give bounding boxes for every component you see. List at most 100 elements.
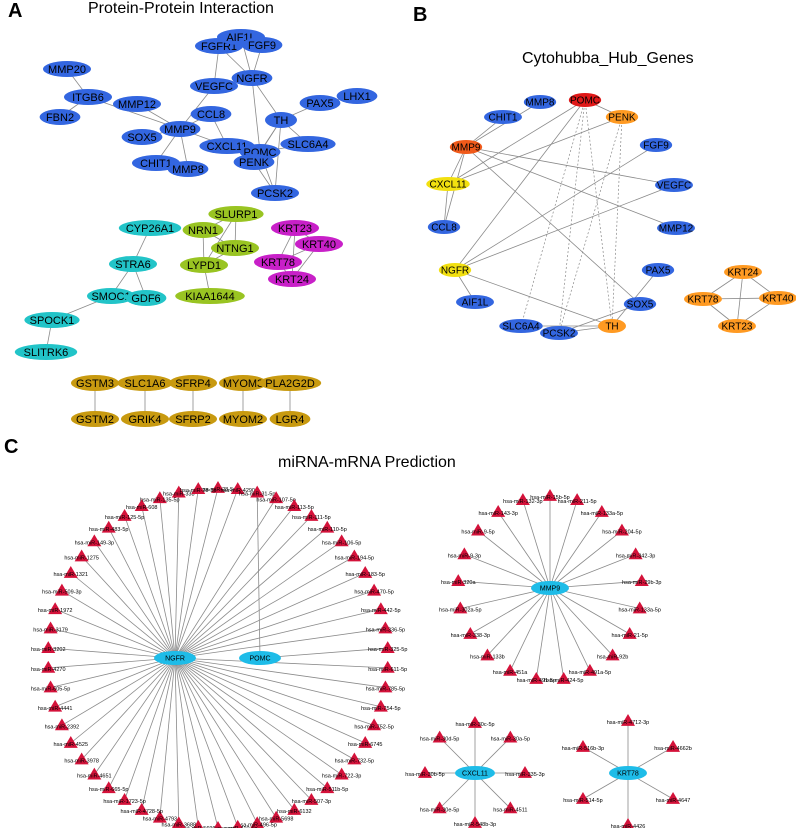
ppi-node-fgf9[interactable]: FGF9	[241, 37, 283, 53]
mirna-target-hsa-mir-509-3p[interactable]: hsa-miR-509-3p	[42, 583, 82, 596]
hub-node-pcsk2[interactable]: PCSK2	[540, 326, 578, 340]
mirna-target-hsa-mir-107-5p[interactable]: hsa-miR-107-5p	[256, 491, 296, 503]
mirna-target-hsa-mir-336-5p[interactable]: hsa-miR-336-5p	[366, 621, 405, 633]
ppi-node-krt40[interactable]: KRT40	[295, 236, 343, 252]
mirna-target-hsa-mir-92b[interactable]: hsa-miR-92b	[597, 648, 628, 660]
ppi-node-pcsk2[interactable]: PCSK2	[251, 185, 299, 201]
hub-node-krt23[interactable]: KRT23	[718, 319, 756, 333]
mirna-target-hsa-mir-211-5p[interactable]: hsa-miR-211-5p	[558, 493, 597, 505]
ppi-node-grik4[interactable]: GRIK4	[121, 411, 169, 427]
mirna-target-hsa-mir-1275[interactable]: hsa-miR-1275	[64, 549, 99, 561]
hub-node-sox5[interactable]: SOX5	[623, 297, 657, 311]
mirna-target-hsa-mir-4441[interactable]: hsa-miR-4441	[38, 699, 73, 712]
ppi-node-spock1[interactable]: SPOCK1	[24, 312, 80, 328]
hub-node-pax5[interactable]: PAX5	[641, 263, 675, 277]
mirna-target-hsa-mir-605-5p[interactable]: hsa-miR-605-5p	[31, 680, 70, 693]
ppi-node-gstm3[interactable]: GSTM3	[71, 375, 119, 391]
mirna-target-hsa-mir-3978[interactable]: hsa-miR-3978	[64, 752, 99, 765]
mirna-target-hsa-mir-21-5p[interactable]: hsa-miR-21-5p	[611, 627, 648, 639]
mirna-target-hsa-mir-338-3p[interactable]: hsa-miR-338-3p	[451, 627, 490, 639]
hub-node-pomc[interactable]: POMC	[568, 93, 602, 107]
mirna-target-hsa-mir-491-5p[interactable]: hsa-miR-491-5p	[517, 671, 556, 684]
ppi-node-vegfc[interactable]: VEGFC	[190, 78, 238, 94]
mirna-target-hsa-mir-752-5p[interactable]: hsa-miR-752-5p	[354, 718, 394, 730]
mirna-target-hsa-mir-4270[interactable]: hsa-miR-4270	[31, 660, 66, 673]
mirna-target-hsa-mir-410-5p[interactable]: hsa-miR-410-5p	[218, 819, 257, 828]
mirna-hub-krt78[interactable]: KRT78	[609, 766, 647, 780]
mirna-target-hsa-mir-320a[interactable]: hsa-miR-320a	[441, 574, 476, 586]
hub-node-fgf9[interactable]: FGF9	[639, 138, 673, 152]
mirna-target-hsa-mir-4647[interactable]: hsa-miR-4647	[656, 792, 691, 804]
mirna-target-hsa-mir-516b-3p[interactable]: hsa-miR-516b-3p	[562, 740, 605, 752]
mirna-target-hsa-mir-5698[interactable]: hsa-miR-5698	[259, 810, 294, 823]
mirna-target-hsa-mir-30a-5p[interactable]: hsa-miR-30a-5p	[491, 730, 530, 743]
mirna-target-hsa-mir-132-3p[interactable]: hsa-miR-132-3p	[503, 493, 543, 505]
mirna-target-hsa-mir-785-5p[interactable]: hsa-miR-785-5p	[366, 680, 405, 693]
mirna-target-hsa-mir-4290[interactable]: hsa-miR-4290	[220, 482, 255, 494]
ppi-node-slurp1[interactable]: SLURP1	[208, 206, 264, 222]
ppi-node-slitrk6[interactable]: SLITRK6	[14, 344, 78, 360]
mirna-target-hsa-mir-754-5p[interactable]: hsa-miR-754-5p	[361, 699, 401, 712]
ppi-node-cyp26a1[interactable]: CYP26A1	[118, 220, 182, 236]
hub-node-vegfc[interactable]: VEGFC	[655, 178, 693, 192]
mirna-hub-cxcl11[interactable]: CXCL11	[455, 766, 495, 780]
mirna-target-hsa-mir-149-3p[interactable]: hsa-miR-149-3p	[75, 534, 114, 546]
ppi-node-smoc1[interactable]: SMOC1	[87, 288, 135, 304]
mirna-target-hsa-mir-29b-3p[interactable]: hsa-miR-29b-3p	[622, 574, 661, 586]
ppi-node-kiaa1644[interactable]: KIAA1644	[175, 288, 245, 304]
mirna-target-hsa-mir-3179[interactable]: hsa-miR-3179	[33, 621, 68, 633]
hub-node-slc6a4[interactable]: SLC6A4	[499, 319, 543, 333]
ppi-node-mmp9[interactable]: MMP9	[159, 121, 201, 137]
ppi-node-itgb6[interactable]: ITGB6	[64, 89, 112, 105]
mirna-target-hsa-mir-342-3p[interactable]: hsa-miR-342-3p	[616, 547, 655, 559]
ppi-node-sfrp4[interactable]: SFRP4	[169, 375, 217, 391]
hub-node-ngfr[interactable]: NGFR	[438, 263, 472, 277]
mirna-target-hsa-mir-3202[interactable]: hsa-miR-3202	[31, 641, 66, 653]
mirna-target-hsa-mir-4651[interactable]: hsa-miR-4651	[77, 767, 112, 780]
mirna-target-hsa-mir-511b-5p[interactable]: hsa-miR-511b-5p	[306, 781, 348, 793]
mirna-target-hsa-mir-514-5p[interactable]: hsa-miR-514-5p	[563, 792, 603, 804]
mirna-target-hsa-mir-470-5p[interactable]: hsa-miR-470-5p	[354, 583, 394, 596]
mirna-target-hsa-mir-30b-5p[interactable]: hsa-miR-30b-5p	[405, 766, 445, 778]
mirna-target-hsa-mir-31-5p[interactable]: hsa-miR-31-5p	[239, 485, 275, 498]
mirna-target-hsa-mir-9-5p[interactable]: hsa-miR-9-5p	[461, 523, 495, 536]
ppi-node-krt78[interactable]: KRT78	[254, 254, 302, 270]
ppi-node-gstm2[interactable]: GSTM2	[71, 411, 119, 427]
ppi-node-lgr4[interactable]: LGR4	[269, 411, 311, 427]
hub-node-krt78[interactable]: KRT78	[684, 292, 722, 306]
ppi-node-mmp8[interactable]: MMP8	[167, 161, 209, 177]
hub-node-ccl8[interactable]: CCL8	[427, 220, 461, 234]
hub-node-chit1[interactable]: CHIT1	[484, 110, 522, 124]
ppi-node-lypd1[interactable]: LYPD1	[180, 257, 228, 273]
mirna-target-hsa-mir-483-5p[interactable]: hsa-miR-483-5p	[89, 520, 128, 533]
mirna-target-hsa-mir-125-5p[interactable]: hsa-miR-125-5p	[105, 508, 144, 521]
mirna-target-hsa-mir-133b[interactable]: hsa-miR-133b	[470, 648, 505, 660]
ppi-node-sox5[interactable]: SOX5	[121, 129, 163, 145]
ppi-node-penk[interactable]: PENK	[233, 154, 275, 170]
mirna-target-hsa-mir-4525[interactable]: hsa-miR-4525	[54, 736, 89, 748]
mirna-target-hsa-mir-302a-5p[interactable]: hsa-miR-302a-5p	[439, 601, 482, 613]
mirna-target-hsa-mir-5699[interactable]: hsa-miR-5699	[181, 819, 216, 828]
mirna-target-hsa-mir-133a-5p[interactable]: hsa-miR-133a-5p	[618, 601, 661, 613]
ppi-node-gdf6[interactable]: GDF6	[125, 290, 167, 306]
mirna-target-hsa-mir-111-5p[interactable]: hsa-miR-111-5p	[292, 508, 331, 521]
mirna-target-hsa-mir-15b-5p[interactable]: hsa-miR-15b-5p	[530, 489, 570, 501]
ppi-node-stra6[interactable]: STRA6	[109, 256, 157, 272]
ppi-node-pax5[interactable]: PAX5	[299, 95, 341, 111]
mirna-hub-mmp9[interactable]: MMP9	[531, 581, 569, 595]
mirna-target-hsa-mir-2392[interactable]: hsa-miR-2392	[45, 718, 80, 730]
mirna-target-hsa-mir-335-3p[interactable]: hsa-miR-335-3p	[505, 766, 545, 778]
mirna-target-hsa-mir-325-5p[interactable]: hsa-miR-325-5p	[368, 641, 407, 653]
mirna-target-hsa-mir-4426[interactable]: hsa-miR-4426	[611, 818, 646, 828]
ppi-node-ngfr[interactable]: NGFR	[231, 70, 273, 86]
ppi-node-fbn2[interactable]: FBN2	[39, 109, 81, 125]
hub-node-krt24[interactable]: KRT24	[724, 265, 762, 279]
mirna-target-hsa-mir-548b-3p[interactable]: hsa-miR-548b-3p	[454, 816, 497, 828]
mirna-target-hsa-mir-338[interactable]: hsa-miR-338	[163, 485, 195, 498]
mirna-target-hsa-mir-665-5p[interactable]: hsa-miR-665-5p	[89, 781, 128, 793]
hub-node-penk[interactable]: PENK	[605, 110, 639, 124]
mirna-target-hsa-mir-135-5p[interactable]: hsa-miR-135-5p	[140, 491, 180, 503]
mirna-target-hsa-mir-183-5p[interactable]: hsa-miR-183-5p	[346, 566, 385, 578]
mirna-target-hsa-mir-4511[interactable]: hsa-miR-4511	[493, 801, 527, 813]
mirna-hub-ngfr[interactable]: NGFR	[154, 651, 196, 665]
